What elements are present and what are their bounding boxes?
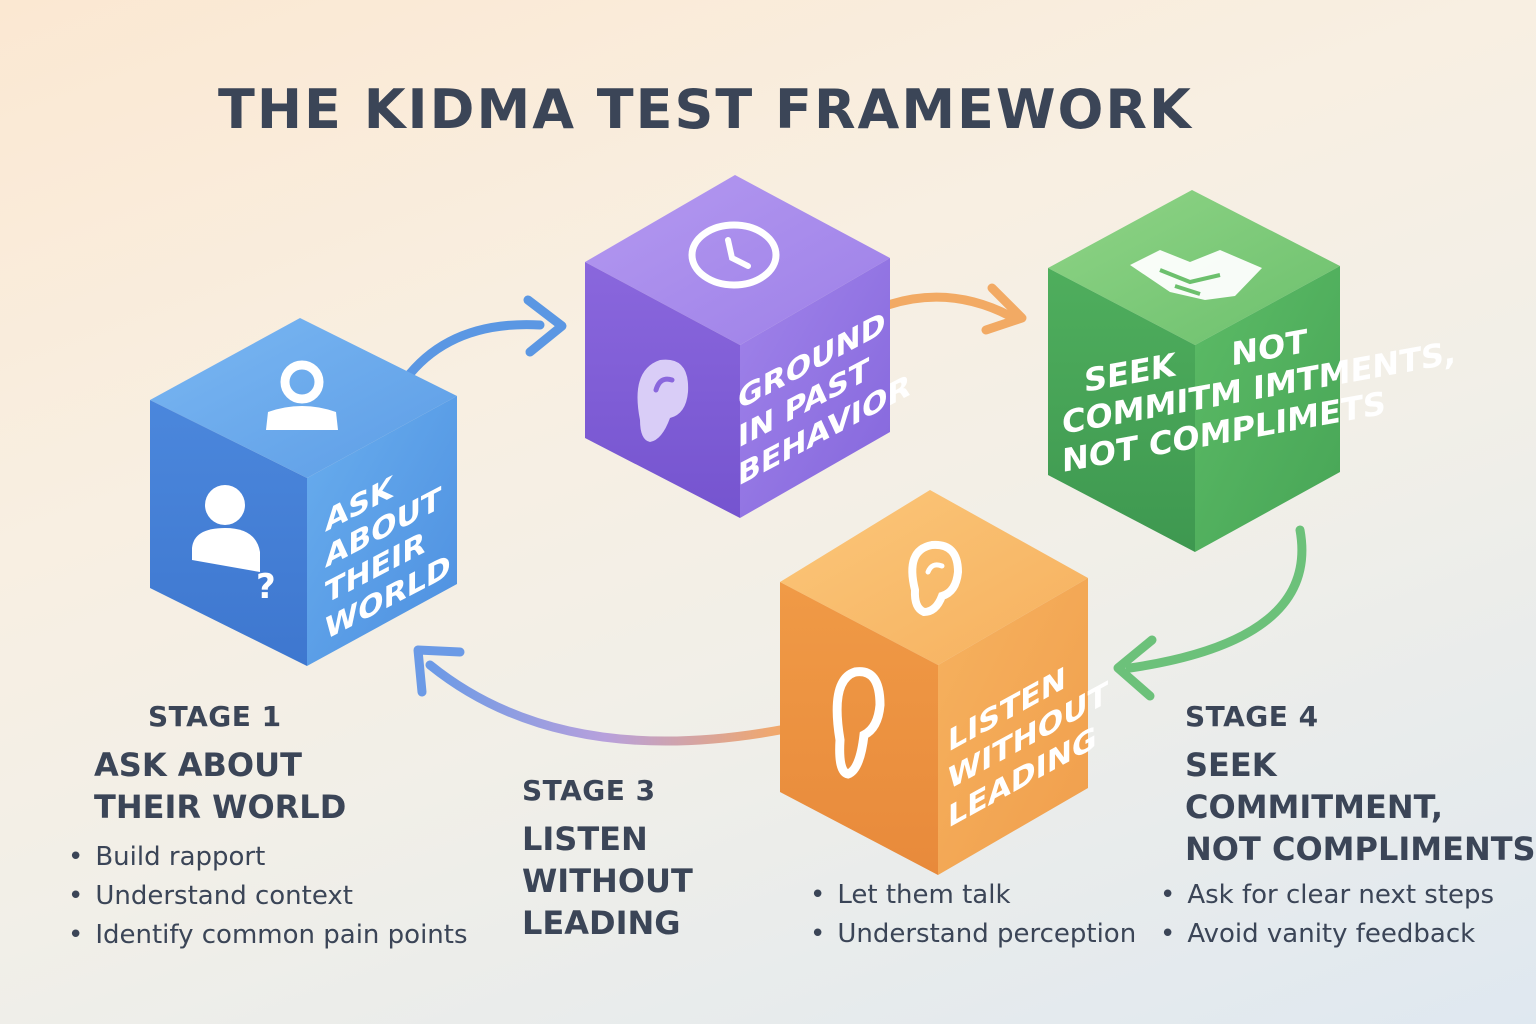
list-item: Understand context bbox=[68, 877, 468, 916]
stage-3-bullets: Let them talk Understand perception bbox=[810, 876, 1136, 954]
cube-ask-about-their-world: ? ASK ABOUT THEIR WORLD bbox=[150, 318, 457, 666]
clock-icon bbox=[688, 221, 780, 289]
ear-icon bbox=[637, 359, 689, 442]
list-item: Avoid vanity feedback bbox=[1160, 915, 1494, 954]
list-item: Build rapport bbox=[68, 838, 468, 877]
stage-1-bullets: Build rapport Understand context Identif… bbox=[68, 838, 468, 955]
list-item: Understand perception bbox=[810, 915, 1136, 954]
stage-4-number: STAGE 4 bbox=[1185, 700, 1319, 733]
cube-ground-in-past-behavior: GROUND IN PAST BEHAVIOR bbox=[585, 175, 911, 518]
stage-3-number: STAGE 3 bbox=[522, 774, 656, 807]
arrow-3-to-4 bbox=[1113, 525, 1307, 701]
page-title: THE KIDMA TEST FRAMEWORK bbox=[218, 78, 1193, 141]
stage-1-label: ASK ABOUT THEIR WORLD bbox=[94, 746, 347, 826]
svg-text:?: ? bbox=[256, 567, 276, 607]
stage-4-label: SEEK COMMITMENT, NOT COMPLIMENTS bbox=[1185, 746, 1536, 868]
arrow-1-to-2 bbox=[400, 295, 567, 385]
stage-4-bullets: Ask for clear next steps Avoid vanity fe… bbox=[1160, 876, 1494, 954]
cube-seek-commitments: SEEK NOT COMMITM IMTMENTS, NOT COMPLIMET… bbox=[1048, 190, 1456, 552]
arrow-2-to-3 bbox=[883, 283, 1027, 335]
list-item: Ask for clear next steps bbox=[1160, 876, 1494, 915]
ear-icon bbox=[908, 540, 963, 617]
ear-icon bbox=[832, 667, 885, 779]
cube-listen-without-leading: LISTEN WITHOUT LEADING bbox=[780, 490, 1108, 875]
stage-1-number: STAGE 1 bbox=[148, 700, 282, 733]
user-icon bbox=[266, 360, 338, 430]
user-question-icon: ? bbox=[192, 485, 276, 607]
list-item: Identify common pain points bbox=[68, 916, 467, 955]
list-item: Let them talk bbox=[810, 876, 1136, 915]
stage-3-label: LISTEN WITHOUT LEADING bbox=[522, 820, 693, 942]
handshake-icon bbox=[1130, 250, 1262, 300]
arrow-4-to-1 bbox=[413, 645, 785, 746]
